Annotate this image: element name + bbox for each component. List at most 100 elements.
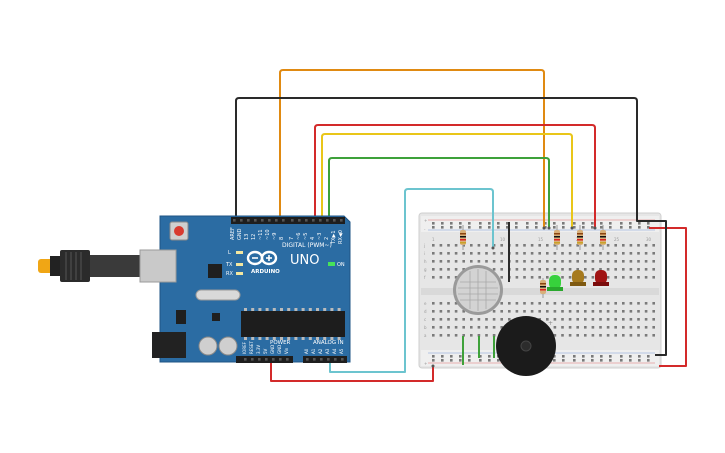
breadboard-hole[interactable] xyxy=(477,334,481,337)
breadboard-hole[interactable] xyxy=(584,252,587,255)
breadboard-hole[interactable] xyxy=(576,318,579,321)
breadboard-hole[interactable] xyxy=(530,244,534,247)
breadboard-hole[interactable] xyxy=(454,276,458,279)
digital-pin-hole[interactable] xyxy=(326,219,329,222)
digital-pin-hole[interactable] xyxy=(298,219,301,222)
breadboard-hole[interactable] xyxy=(644,244,648,247)
breadboard-hole[interactable] xyxy=(584,276,587,279)
breadboard-hole[interactable] xyxy=(553,244,557,247)
breadboard-hole[interactable] xyxy=(644,268,648,271)
breadboard-hole[interactable] xyxy=(561,334,564,337)
breadboard-hole[interactable] xyxy=(492,326,496,329)
breadboard-hole[interactable] xyxy=(629,276,633,279)
breadboard-hole[interactable] xyxy=(432,276,435,279)
rail-hole[interactable] xyxy=(582,359,585,362)
rail-hole[interactable] xyxy=(609,226,612,229)
breadboard-hole[interactable] xyxy=(546,268,549,271)
breadboard-hole[interactable] xyxy=(530,310,534,313)
breadboard-hole[interactable] xyxy=(591,260,595,263)
rail-hole[interactable] xyxy=(506,226,509,229)
breadboard-hole[interactable] xyxy=(614,244,617,247)
breadboard-hole[interactable] xyxy=(561,310,564,313)
breadboard-hole[interactable] xyxy=(614,302,617,305)
breadboard-hole[interactable] xyxy=(462,268,465,271)
rail-hole[interactable] xyxy=(591,355,594,358)
digital-header[interactable] xyxy=(231,217,345,224)
breadboard-hole[interactable] xyxy=(553,334,557,337)
breadboard-hole[interactable] xyxy=(515,310,519,313)
breadboard-hole[interactable] xyxy=(500,268,503,271)
breadboard-hole[interactable] xyxy=(561,260,564,263)
rail-hole[interactable] xyxy=(620,355,623,358)
breadboard-hole[interactable] xyxy=(470,326,473,329)
breadboard-hole[interactable] xyxy=(462,326,465,329)
breadboard-hole[interactable] xyxy=(599,252,602,255)
digital-pin-hole[interactable] xyxy=(275,219,278,222)
breadboard-hole[interactable] xyxy=(652,268,655,271)
wire-orange[interactable] xyxy=(279,69,545,228)
rail-hole[interactable] xyxy=(600,355,603,358)
rail-hole[interactable] xyxy=(515,222,518,225)
breadboard-hole[interactable] xyxy=(614,334,617,337)
analog-header[interactable] xyxy=(303,356,347,363)
rail-hole[interactable] xyxy=(432,359,435,362)
digital-pin-hole[interactable] xyxy=(233,219,236,222)
breadboard-hole[interactable] xyxy=(432,302,435,305)
breadboard-hole[interactable] xyxy=(622,302,625,305)
digital-pin-hole[interactable] xyxy=(254,219,257,222)
analog-pin-hole[interactable] xyxy=(306,358,309,361)
breadboard-hole[interactable] xyxy=(546,276,549,279)
breadboard-hole[interactable] xyxy=(576,302,579,305)
breadboard-hole[interactable] xyxy=(538,268,541,271)
rail-hole[interactable] xyxy=(600,359,603,362)
breadboard-hole[interactable] xyxy=(470,260,473,263)
breadboard-holes[interactable] xyxy=(432,222,655,362)
breadboard-hole[interactable] xyxy=(523,244,526,247)
rail-hole[interactable] xyxy=(432,226,435,229)
breadboard-hole[interactable] xyxy=(606,276,610,279)
breadboard-hole[interactable] xyxy=(439,268,443,271)
rail-hole[interactable] xyxy=(582,355,585,358)
wire-yellow[interactable] xyxy=(321,133,573,228)
breadboard-hole[interactable] xyxy=(584,326,587,329)
digital-pin-hole[interactable] xyxy=(333,219,336,222)
breadboard-hole[interactable] xyxy=(500,252,503,255)
digital-pin-hole[interactable] xyxy=(319,219,322,222)
breadboard-hole[interactable] xyxy=(500,260,503,263)
rail-hole[interactable] xyxy=(629,222,632,225)
rail-hole[interactable] xyxy=(600,222,603,225)
breadboard-hole[interactable] xyxy=(591,310,595,313)
rail-hole[interactable] xyxy=(497,226,500,229)
rail-hole[interactable] xyxy=(573,355,576,358)
rail-hole[interactable] xyxy=(591,226,594,229)
breadboard-hole[interactable] xyxy=(576,252,579,255)
breadboard-hole[interactable] xyxy=(644,252,648,255)
rail-hole[interactable] xyxy=(441,222,444,225)
rail-hole[interactable] xyxy=(609,355,612,358)
breadboard-hole[interactable] xyxy=(599,326,602,329)
breadboard-hole[interactable] xyxy=(447,334,450,337)
rail-hole[interactable] xyxy=(468,226,471,229)
breadboard-hole[interactable] xyxy=(606,310,610,313)
breadboard-hole[interactable] xyxy=(515,260,519,263)
breadboard-hole[interactable] xyxy=(629,260,633,263)
breadboard-hole[interactable] xyxy=(439,302,443,305)
rail-hole[interactable] xyxy=(638,355,641,358)
breadboard-hole[interactable] xyxy=(584,268,587,271)
breadboard-hole[interactable] xyxy=(553,318,557,321)
breadboard-hole[interactable] xyxy=(508,310,511,313)
rail-hole[interactable] xyxy=(573,359,576,362)
breadboard-hole[interactable] xyxy=(485,260,488,263)
breadboard-hole[interactable] xyxy=(447,302,450,305)
breadboard-hole[interactable] xyxy=(454,268,458,271)
breadboard-hole[interactable] xyxy=(568,310,572,313)
led-green[interactable] xyxy=(547,272,563,291)
power-pin-hole[interactable] xyxy=(265,358,268,361)
breadboard-hole[interactable] xyxy=(644,326,648,329)
breadboard-hole[interactable] xyxy=(515,302,519,305)
breadboard-hole[interactable] xyxy=(546,310,549,313)
breadboard-hole[interactable] xyxy=(568,276,572,279)
breadboard-hole[interactable] xyxy=(652,334,655,337)
breadboard-hole[interactable] xyxy=(622,276,625,279)
